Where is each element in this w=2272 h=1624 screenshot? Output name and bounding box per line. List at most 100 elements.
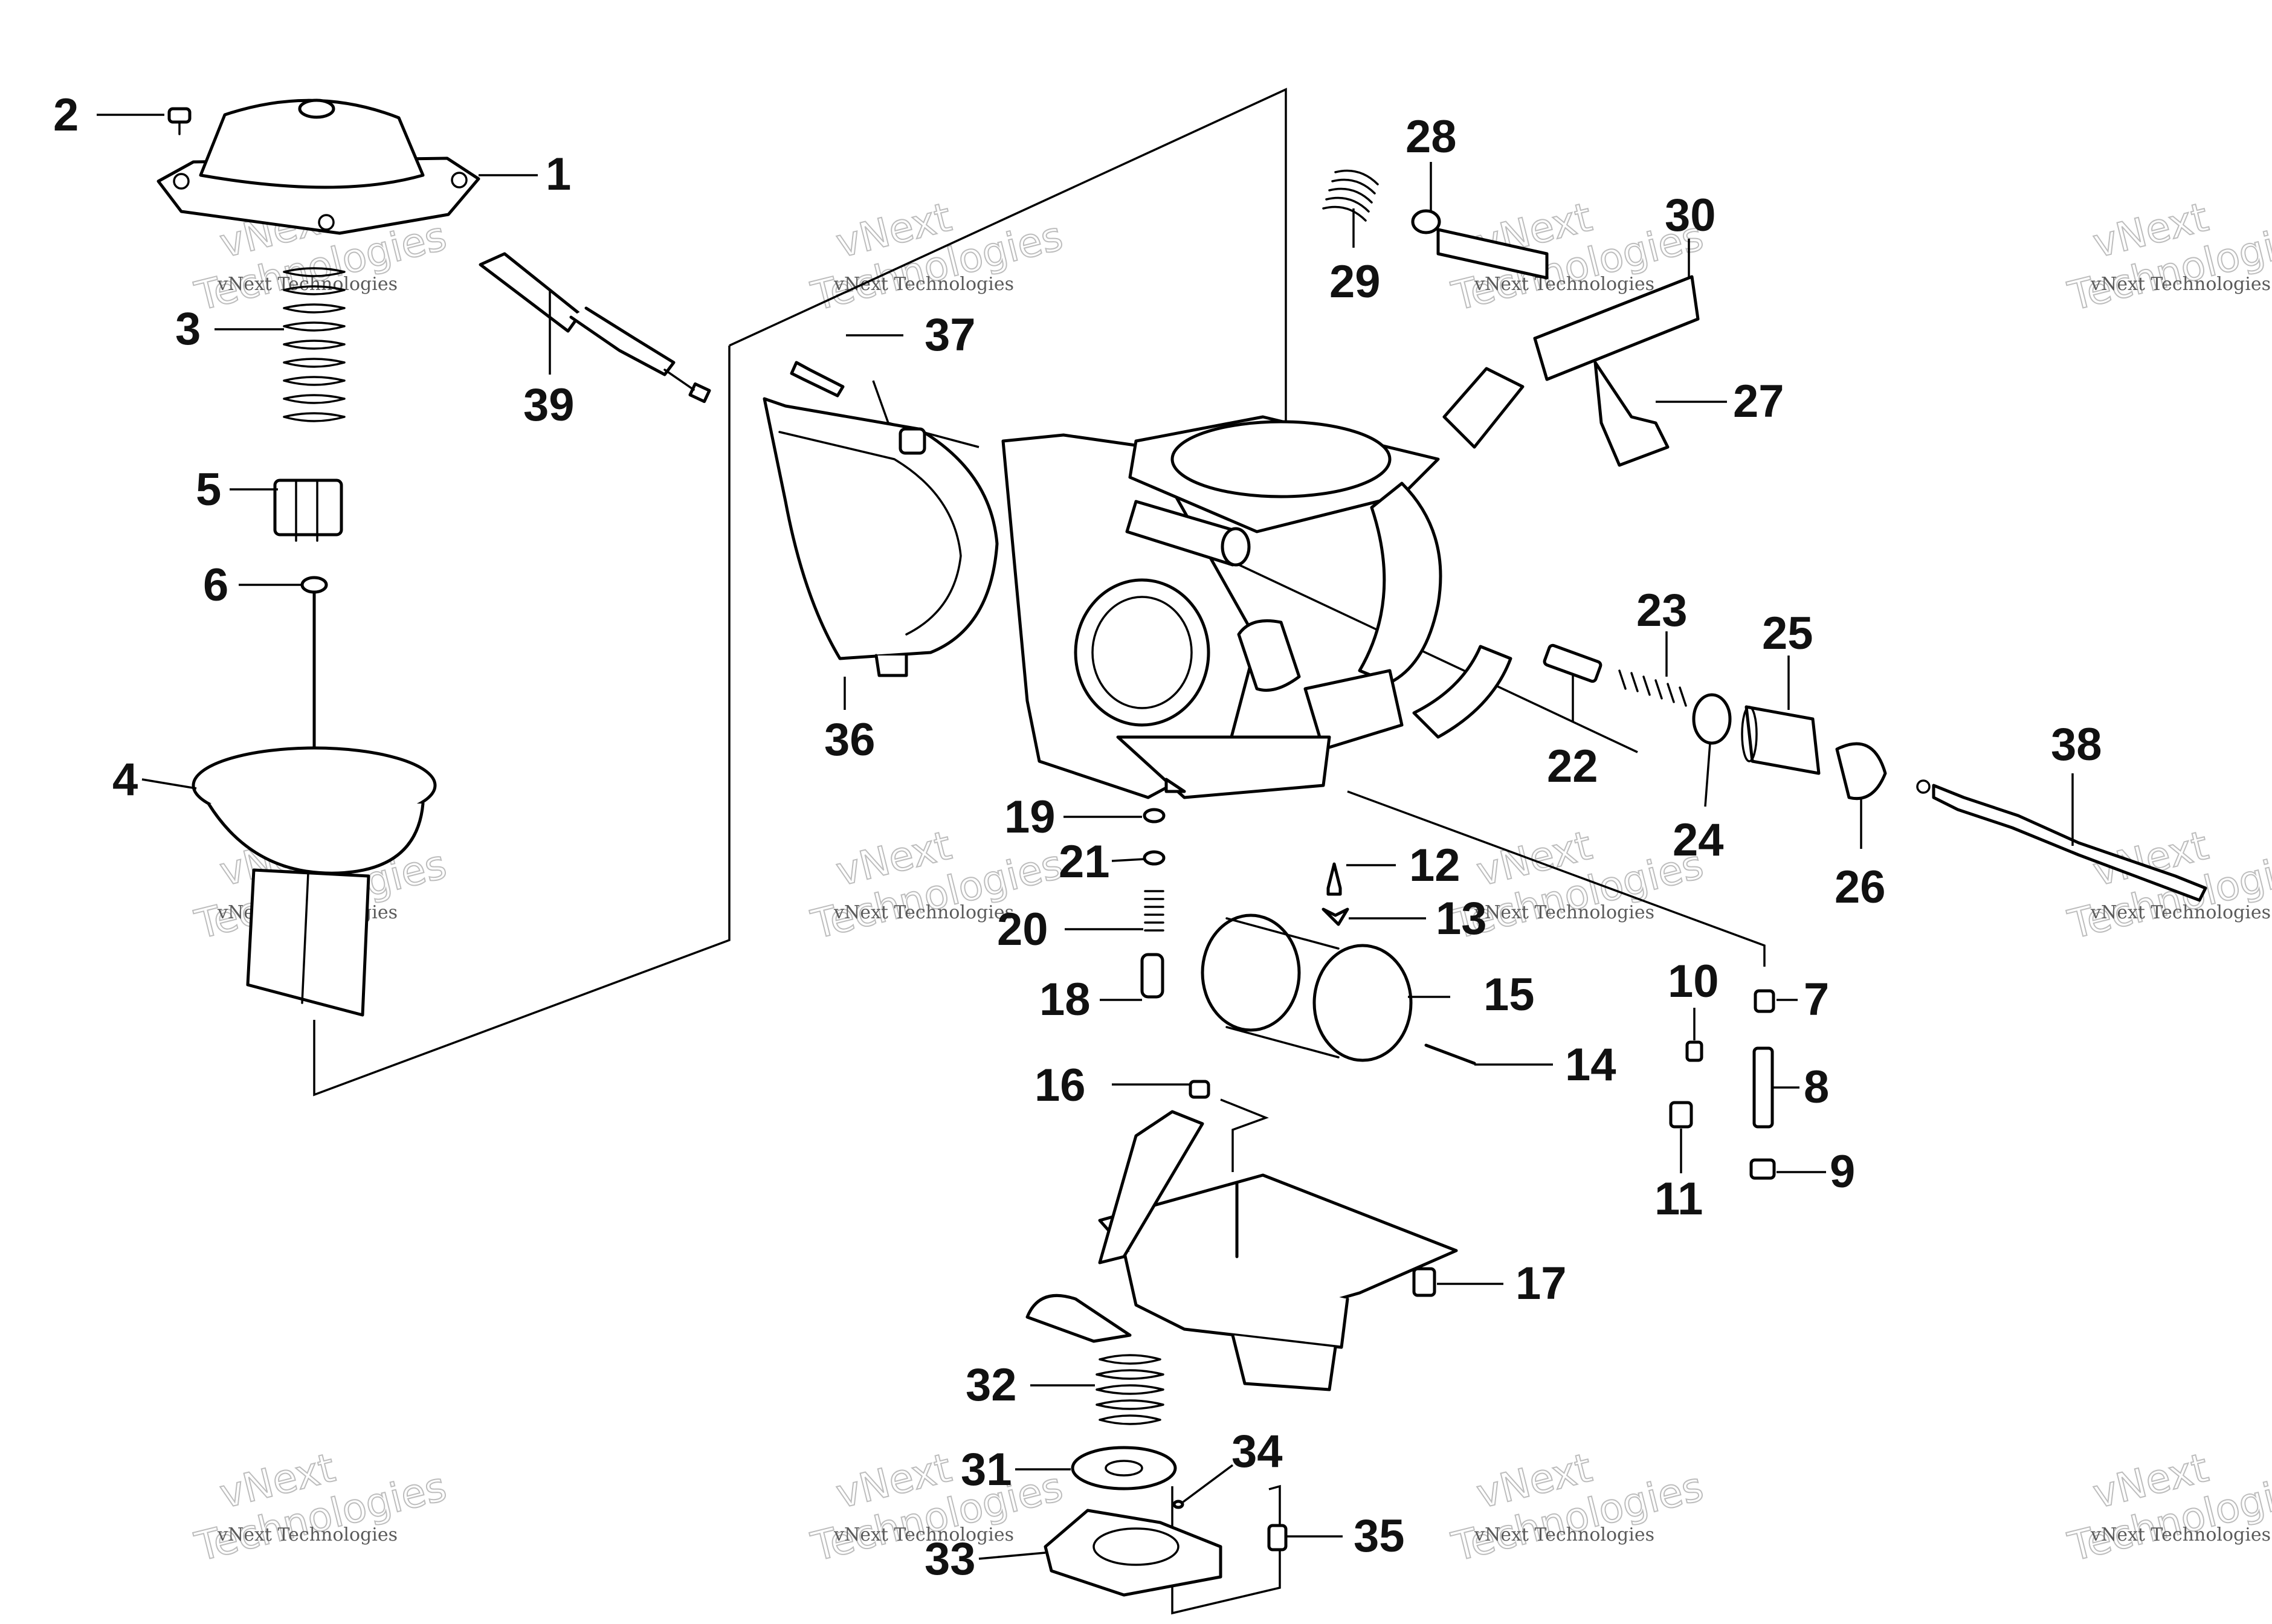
part-choke-cable xyxy=(479,252,711,404)
part-pilot-spring xyxy=(1144,890,1164,932)
callout-2[interactable]: 2 xyxy=(53,89,79,141)
watermark-caption: vNext Technologies xyxy=(833,1524,1014,1545)
watermark-caption: vNext Technologies xyxy=(217,274,398,295)
callout-37[interactable]: 37 xyxy=(925,309,976,361)
part-pump-pin xyxy=(1172,1500,1184,1509)
leader-lines xyxy=(97,114,2074,1560)
callout-5[interactable]: 5 xyxy=(196,464,221,515)
part-top-cover xyxy=(157,98,480,235)
part-idle-spring xyxy=(1618,669,1687,707)
watermark-caption: vNext Technologies xyxy=(1474,1524,1654,1545)
part-drain-screw xyxy=(1412,1267,1436,1297)
callout-38[interactable]: 38 xyxy=(2051,719,2102,770)
part-main-jet xyxy=(1754,989,1775,1013)
part-pump-screw xyxy=(1267,1524,1288,1552)
callout-36[interactable]: 36 xyxy=(824,714,876,765)
part-filter xyxy=(1741,705,1821,775)
part-cover-screw xyxy=(167,107,192,135)
callout-24[interactable]: 24 xyxy=(1673,814,1724,866)
callout-25[interactable]: 25 xyxy=(1762,608,1813,659)
part-pilot-jet xyxy=(1669,1101,1693,1129)
watermark-caption: vNext Technologies xyxy=(217,1524,398,1545)
callout-19[interactable]: 19 xyxy=(1004,791,1056,843)
part-pump-diaphragm xyxy=(1071,1446,1177,1490)
watermark-caption: vNext Technologies xyxy=(2090,1524,2271,1545)
callout-11[interactable]: 11 xyxy=(1654,1173,1703,1225)
watermark-caption: vNext Technologies xyxy=(833,902,1014,923)
part-pilot-screw xyxy=(1140,953,1164,999)
callout-29[interactable]: 29 xyxy=(1329,256,1381,308)
part-needle-jet xyxy=(1752,1046,1774,1129)
callout-9[interactable]: 9 xyxy=(1830,1146,1855,1197)
callout-22[interactable]: 22 xyxy=(1547,741,1598,792)
callout-13[interactable]: 13 xyxy=(1436,893,1487,944)
watermark-caption: vNext Technologies xyxy=(2090,902,2271,923)
part-o-ring xyxy=(1692,693,1732,745)
part-throttle-cable xyxy=(1916,779,2207,902)
callout-30[interactable]: 30 xyxy=(1665,190,1716,241)
watermark-caption: vNext Technologies xyxy=(1474,902,1654,923)
callout-15[interactable]: 15 xyxy=(1483,969,1535,1020)
part-needle-retainer xyxy=(273,478,343,542)
callout-layer: 1 2 3 4 5 6 7 8 9 10 11 12 13 14 15 16 1… xyxy=(53,89,2102,1585)
part-diaphragm-piston xyxy=(192,746,437,1017)
part-jet-holder xyxy=(1749,1158,1776,1180)
part-bowl-screw xyxy=(1189,1080,1210,1099)
callout-3[interactable]: 3 xyxy=(175,303,201,355)
callout-23[interactable]: 23 xyxy=(1636,585,1688,636)
part-pump-cover xyxy=(1044,1509,1222,1597)
watermark-caption: vNext Technologies xyxy=(2090,274,2271,295)
part-slow-jet xyxy=(1685,1040,1703,1062)
callout-14[interactable]: 14 xyxy=(1565,1039,1616,1091)
callout-31[interactable]: 31 xyxy=(961,1444,1012,1495)
part-side-cover xyxy=(763,397,999,677)
callout-1[interactable]: 1 xyxy=(546,149,571,200)
callout-39[interactable]: 39 xyxy=(523,379,575,431)
part-side-cover-screw xyxy=(790,361,845,398)
callout-12[interactable]: 12 xyxy=(1409,840,1460,891)
callout-21[interactable]: 21 xyxy=(1059,836,1110,888)
part-idle-screw xyxy=(1543,643,1602,683)
part-float-clip xyxy=(1322,907,1349,926)
callout-27[interactable]: 27 xyxy=(1733,376,1784,427)
callout-32[interactable]: 32 xyxy=(966,1359,1017,1411)
callout-10[interactable]: 10 xyxy=(1668,956,1719,1007)
callout-17[interactable]: 17 xyxy=(1515,1258,1567,1309)
callout-7[interactable]: 7 xyxy=(1804,974,1829,1025)
callout-4[interactable]: 4 xyxy=(112,754,138,805)
part-o-ring-small xyxy=(1143,808,1166,823)
part-fuel-hose xyxy=(1436,228,1700,449)
part-fuel-valve xyxy=(1593,361,1670,467)
part-hose-ring xyxy=(1411,209,1441,234)
callout-35[interactable]: 35 xyxy=(1354,1510,1405,1562)
callout-28[interactable]: 28 xyxy=(1405,111,1457,163)
callout-16[interactable]: 16 xyxy=(1034,1060,1086,1111)
part-float xyxy=(1201,914,1413,1062)
callout-34[interactable]: 34 xyxy=(1231,1426,1283,1477)
part-float-needle xyxy=(1326,862,1342,896)
part-float-pin xyxy=(1424,1043,1476,1065)
callout-8[interactable]: 8 xyxy=(1804,1062,1829,1113)
part-cap xyxy=(1835,742,1887,801)
part-spring xyxy=(283,267,346,422)
part-float-bowl xyxy=(1025,1110,1458,1391)
part-washer xyxy=(1143,850,1166,866)
callout-18[interactable]: 18 xyxy=(1039,974,1091,1025)
callout-33[interactable]: 33 xyxy=(925,1533,976,1585)
part-hose-spring xyxy=(1322,169,1379,222)
part-carburetor-body xyxy=(1001,415,1512,799)
callout-6[interactable]: 6 xyxy=(203,559,228,611)
callout-26[interactable]: 26 xyxy=(1835,862,1886,913)
callout-20[interactable]: 20 xyxy=(997,904,1048,955)
part-jet-needle xyxy=(300,576,328,751)
watermark-caption: vNext Technologies xyxy=(1474,274,1654,295)
part-pump-spring xyxy=(1096,1354,1164,1425)
